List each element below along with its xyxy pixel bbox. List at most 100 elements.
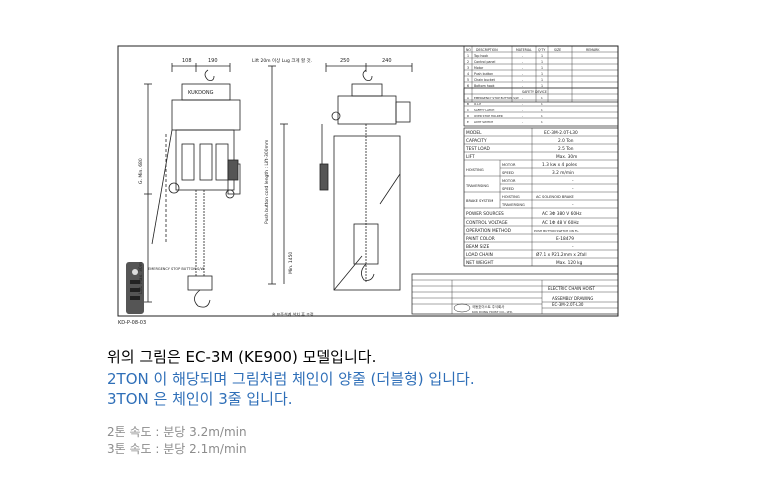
safety-title: SAFETY DEVICE [522,90,547,94]
spec-value: - [572,187,574,192]
safety-cell: B [467,102,469,106]
dim-top-1: 108 [182,58,192,64]
safety-cell: LIMIT SWITCH [474,120,493,124]
dim-top-3: 250 [340,58,350,64]
side-elevation-view [319,63,413,291]
spec-sublabel: MOTOR [502,179,516,183]
safety-cell: OVER STOP HOLDER [474,114,503,118]
parts-cell: Bottom hook [474,84,495,88]
title-line-1: ELECTRIC CHAIN HOIST [548,286,595,291]
parts-cell: 1 [541,78,543,82]
parts-cell: 1 [541,66,543,70]
parts-cell: Control panel [474,60,495,64]
title-block: ELECTRIC CHAIN HOIST ASSEMBLY DRAWING EC… [411,273,619,315]
dim-min-label: Min. 1450 [288,252,294,274]
safety-cell: 1 [541,108,543,112]
title-line-3: EC-3M-2.0T-L30 [552,302,584,307]
parts-cell: - [522,72,523,76]
spec-value: 3.2 m/min [552,170,574,176]
safety-cell: - [522,108,523,112]
safety-cell: A [467,96,469,100]
spec-value: AC 3Φ 380 V 60Hz [542,211,582,217]
parts-header-qty: Q'TY [538,48,545,52]
spec-value: Max. 30m [556,154,577,160]
caption-3ton: 3TON 은 체인이 3줄 입니다. [107,390,293,408]
spec-label: MODEL [466,130,482,136]
safety-cell: SAFETY LATCH [474,108,494,112]
safety-cell: D [467,114,469,118]
parts-cell: 1 [467,54,469,58]
spec-sublabel: SPEED [502,187,514,191]
dim-top-2: 190 [208,58,218,64]
caption-model: 위의 그림은 EC-3M (KE900) 모델입니다. [107,348,377,366]
safety-cell: E [467,120,469,124]
lift-note: Lift 20m 이상 Lug 크게 할 것. [252,57,312,64]
safety-cell: 1 [541,114,543,118]
parts-cell: 1 [541,60,543,64]
front-elevation-view [144,63,288,308]
parts-cell: Motor [474,66,484,70]
parts-cell: - [522,54,523,58]
dim-g-label: G. Min. 680 [138,158,144,184]
parts-cell: - [522,60,523,64]
parts-cell: 1 [541,72,543,76]
spec-label: TRAVERSING [465,184,489,188]
bottom-note: ※ 표준설계 설치 후 조정 [272,311,314,317]
spec-value: - [572,245,574,250]
dimension-labels: 108 190 250 240 KUKDONG Lift 20m 이상 Lug … [138,57,392,317]
spec-sublabel: MOTOR [502,163,516,167]
parts-cell: - [522,78,523,82]
safety-cell: 1 [541,120,543,124]
spec-label: LOAD CHAIN [466,252,493,258]
spec-value: PUSH BUTTON SWITCH ON FL. [534,229,579,233]
safety-cell: C [467,108,469,112]
spec-value: 2.0 Ton [558,138,574,144]
safety-cell: - [522,96,523,100]
speed-3ton: 3톤 속도 : 분당 2.1m/min [107,442,247,456]
spec-label: CONTROL VOLTAGE [466,220,508,226]
spec-value: AC SOLENOID BRAKE [536,195,575,199]
company-name-en: KUK DONG HOIST CO., LTD. [472,310,513,314]
safety-cell: - [522,102,523,106]
parts-cell: 1 [541,84,543,88]
spec-label: POWER SOURCES [466,211,504,217]
spec-table: MODEL EC-3M-2.0T-L30 CAPACITY 2.0 Ton TE… [463,127,619,267]
push-button-pendant [126,262,144,314]
safety-cell: - [522,120,523,124]
parts-header-desc: DESCRIPTION [476,48,498,52]
spec-value: - [572,203,574,208]
spec-value: Ø7.1 x P21.2mm x 2fall [536,251,587,258]
spec-value: 2.5 Ton [558,146,574,152]
spec-label: HOISTING [466,168,484,172]
spec-label: NET WEIGHT [466,260,494,266]
safety-device-table: SAFETY DEVICE A EMERGENCY STOP BUTTON S/… [463,87,619,127]
parts-header-remark: REMARK [586,48,600,52]
spec-value: EC-3M-2.0T-L30 [544,130,578,136]
drawing-number: KD-P-08-03 [118,320,146,326]
brand-label: KUKDONG [188,90,214,96]
spec-label: BRAKE SYSTEM [466,199,493,203]
safety-cell: EMERGENCY STOP BUTTON S/W [474,96,519,100]
spec-value: 1.3 kw x 4 poles [542,162,578,168]
dim-lift-label: Lift. Max. 30m [138,262,144,294]
spec-sublabel: SPEED [502,171,514,175]
parts-cell: - [522,66,523,70]
title-line-2: ASSEMBLY DRAWING [552,296,593,301]
push-cord-label: Push button cord length : Lift-300mm [264,140,270,224]
dim-top-4: 240 [382,58,392,64]
parts-cell: 4 [467,72,469,76]
spec-label: PAINT COLOR [466,236,495,242]
parts-cell: Top hook [473,54,488,58]
parts-cell: 5 [467,78,469,82]
hoist-assembly-drawing: 108 190 250 240 KUKDONG Lift 20m 이상 Lug … [117,45,619,326]
spec-value: AC 1Φ 48 V 60Hz [542,220,580,226]
company-name: 국동호이스트 주식회사 [472,304,505,309]
parts-header-size: SIZE [554,48,561,52]
parts-cell: Push button [474,72,493,76]
spec-value: Max. 120 kg [556,260,583,266]
parts-header-no: NO [466,48,471,52]
safety-cell: 1 [541,102,543,106]
parts-header-mat: MATERIAL [516,48,532,52]
safety-cell: - [522,114,523,118]
parts-cell: Chain bucket [474,78,496,82]
